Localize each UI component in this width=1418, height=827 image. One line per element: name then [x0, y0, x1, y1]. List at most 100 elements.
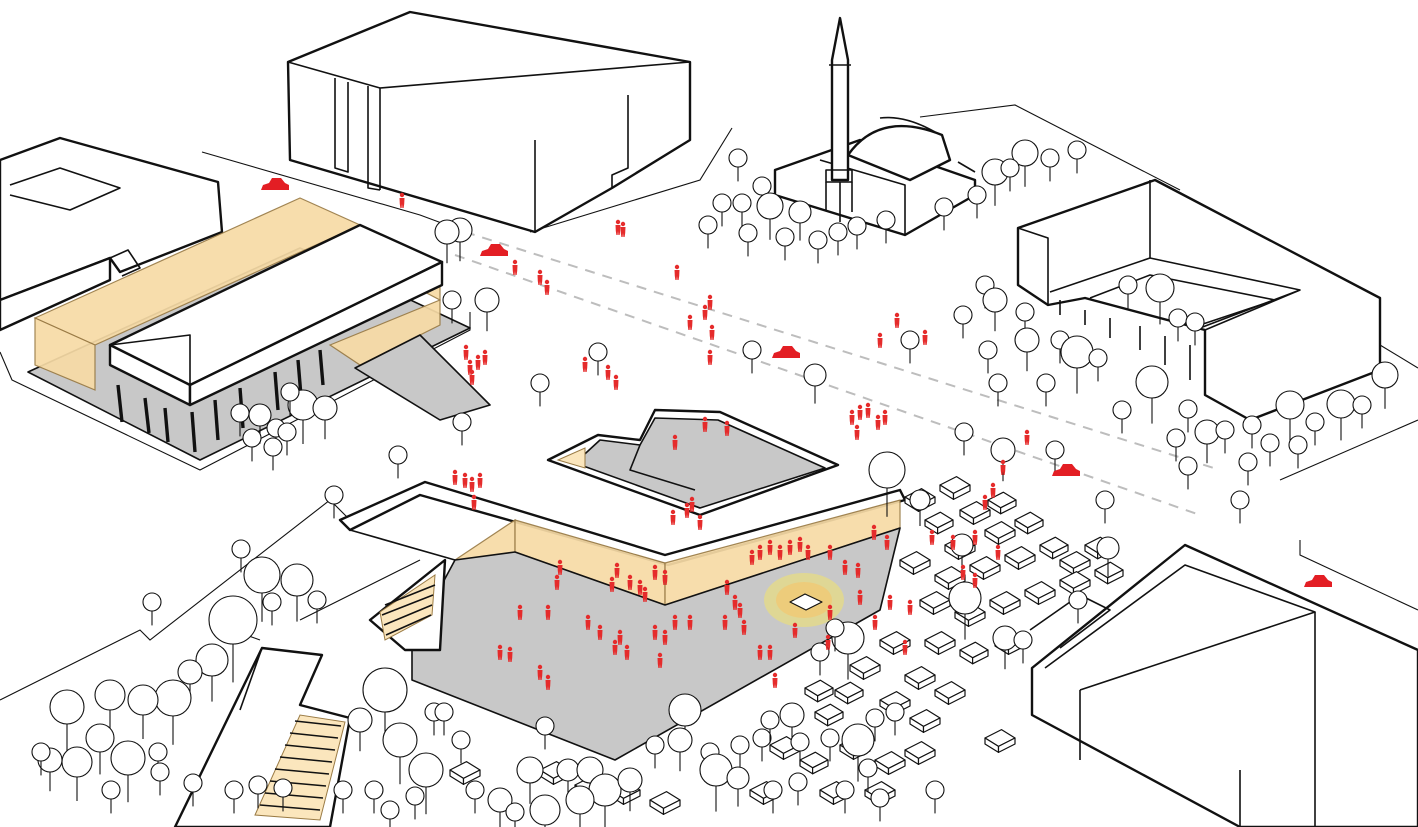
tree-icon [312, 395, 338, 440]
tree-icon [405, 786, 425, 820]
tree-icon [1045, 440, 1065, 474]
tree-icon [775, 227, 795, 261]
tree-icon [948, 581, 982, 640]
tree-icon [865, 708, 885, 742]
tree-icon [950, 533, 974, 574]
tree-icon [1185, 312, 1205, 346]
person-icon [1024, 429, 1030, 445]
tree-icon [617, 767, 643, 812]
person-icon [605, 364, 611, 380]
person-icon [709, 324, 715, 340]
tree-icon [1178, 399, 1198, 433]
tree-icon [667, 727, 693, 772]
tree-icon [61, 746, 93, 801]
tree-icon [195, 643, 229, 702]
person-icon [702, 416, 708, 432]
market-stall-icon [989, 591, 1021, 615]
tree-icon [142, 592, 162, 626]
person-icon [537, 269, 543, 285]
market-stall-icon [909, 709, 941, 733]
tree-icon [953, 305, 973, 339]
market-stall-icon [984, 729, 1016, 753]
tree-icon [909, 489, 931, 526]
person-icon [950, 534, 956, 550]
person-icon [722, 614, 728, 630]
tree-icon [988, 373, 1008, 407]
person-icon [792, 622, 798, 638]
person-icon [462, 472, 468, 488]
tree-icon [516, 756, 544, 804]
tree-icon [588, 342, 608, 376]
person-icon [907, 599, 913, 615]
tree-icon [978, 340, 998, 374]
tree-icon [835, 780, 855, 814]
person-icon [922, 329, 928, 345]
tree-icon [982, 287, 1008, 332]
person-icon [767, 539, 773, 555]
market-stall-icon [804, 679, 834, 703]
person-icon [972, 529, 978, 545]
person-icon [707, 349, 713, 365]
person-icon [482, 349, 488, 365]
tree-icon [726, 766, 750, 807]
tree-icon [1238, 452, 1258, 486]
market-stall-icon [1039, 536, 1069, 560]
tree-icon [841, 723, 875, 782]
market-stall-icon [874, 751, 906, 775]
tree-icon [820, 728, 840, 762]
person-icon [697, 514, 703, 530]
tree-icon [1371, 361, 1399, 409]
tree-icon [1000, 158, 1020, 192]
tree-icon [408, 752, 444, 815]
tree-icon [858, 758, 878, 792]
person-icon [497, 644, 503, 660]
tree-icon [1178, 456, 1198, 490]
person-icon [652, 564, 658, 580]
market-stall-icon [939, 476, 971, 500]
person-icon [872, 614, 878, 630]
tree-icon [1166, 428, 1186, 462]
market-stall-icon [924, 511, 954, 535]
tree-icon [645, 735, 665, 769]
person-icon [929, 529, 935, 545]
tree-icon [788, 200, 812, 241]
tree-icon [934, 197, 954, 231]
tree-icon [529, 794, 561, 827]
tree-icon [364, 780, 384, 814]
person-icon [657, 652, 663, 668]
tree-icon [967, 185, 987, 219]
tree-icon [347, 707, 373, 752]
tree-icon [752, 728, 772, 762]
person-icon [972, 572, 978, 588]
person-icon [652, 624, 658, 640]
tree-icon [1112, 400, 1132, 434]
tree-icon [728, 148, 748, 182]
tree-icon [885, 702, 905, 736]
tree-icon [243, 556, 281, 622]
car-icon [772, 346, 800, 358]
person-icon [670, 509, 676, 525]
minaret-icon [825, 16, 853, 222]
tree-icon [825, 618, 845, 652]
market-stall-icon [959, 641, 989, 665]
person-icon [545, 674, 551, 690]
tree-icon [698, 215, 718, 249]
market-stall-icon [969, 556, 1001, 580]
tree-icon [699, 753, 733, 812]
person-icon [842, 559, 848, 575]
tree-icon [788, 772, 808, 806]
person-icon [854, 424, 860, 440]
person-icon [620, 221, 626, 237]
tree-icon [900, 330, 920, 364]
tree-icon [790, 732, 810, 766]
person-icon [617, 629, 623, 645]
tree-icon [465, 780, 485, 814]
market-stall-icon [1059, 551, 1091, 575]
tree-icon [208, 595, 258, 683]
person-icon [857, 589, 863, 605]
person-icon [672, 614, 678, 630]
person-icon [517, 604, 523, 620]
person-icon [827, 604, 833, 620]
person-icon [724, 579, 730, 595]
cultural-hall [27, 197, 491, 461]
